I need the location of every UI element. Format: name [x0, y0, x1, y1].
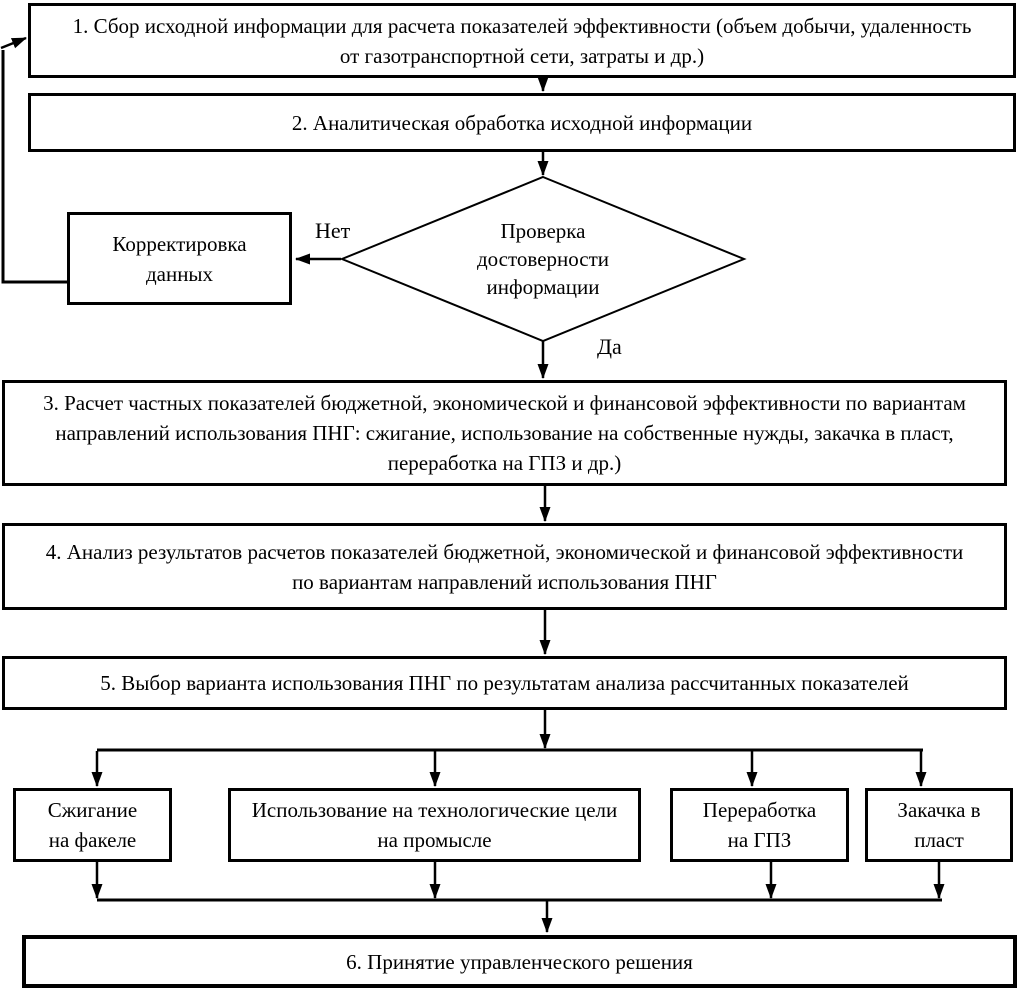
- step2-label: 2. Аналитическая обработка исходной инфо…: [291, 110, 753, 135]
- process-box-step2: 2. Аналитическая обработка исходной инфо…: [28, 93, 1016, 152]
- feedback-arrow: [0, 36, 27, 50]
- process-box-step4: 4. Анализ результатов расчетов показател…: [2, 523, 1007, 610]
- option-reinjection-label: Закачка в пласт: [897, 798, 981, 852]
- option-field-use-label: Использование на технологические цели на…: [251, 798, 618, 852]
- option-flaring-label: Сжигание на факеле: [47, 798, 138, 852]
- process-box-step3: 3. Расчет частных показателей бюджетной,…: [2, 380, 1007, 486]
- decision-diamond-shape: [339, 175, 747, 343]
- step5-label: 5. Выбор варианта использования ПНГ по р…: [100, 671, 909, 695]
- option-box-flaring: Сжигание на факеле: [13, 788, 172, 862]
- step6-label: 6. Принятие управленческого решения: [346, 949, 693, 974]
- decision-label: Проверка достоверности информации: [476, 219, 610, 299]
- step4-label: 4. Анализ результатов расчетов показател…: [45, 539, 964, 594]
- feedback-line: [1, 50, 67, 284]
- branch-label-yes: Да: [597, 334, 622, 359]
- correction-label: Корректировка данных: [112, 231, 247, 286]
- option-box-gpz-processing: Переработка на ГПЗ: [670, 788, 849, 862]
- step1-label: 1. Сбор исходной информации для расчета …: [72, 13, 972, 68]
- process-box-step1: 1. Сбор исходной информации для расчета …: [28, 3, 1016, 78]
- branch-label-no: Нет: [315, 218, 351, 243]
- option-box-field-use: Использование на технологические цели на…: [228, 788, 641, 862]
- process-box-step5: 5. Выбор варианта использования ПНГ по р…: [2, 656, 1007, 710]
- option-gpz-processing-label: Переработка на ГПЗ: [702, 798, 817, 852]
- correction-box: Корректировка данных: [67, 212, 292, 305]
- process-box-step6: 6. Принятие управленческого решения: [22, 935, 1017, 988]
- option-box-reinjection: Закачка в пласт: [865, 788, 1013, 862]
- step3-label: 3. Расчет частных показателей бюджетной,…: [43, 391, 966, 475]
- decision-diamond-text: Проверка достоверности информации: [432, 217, 654, 301]
